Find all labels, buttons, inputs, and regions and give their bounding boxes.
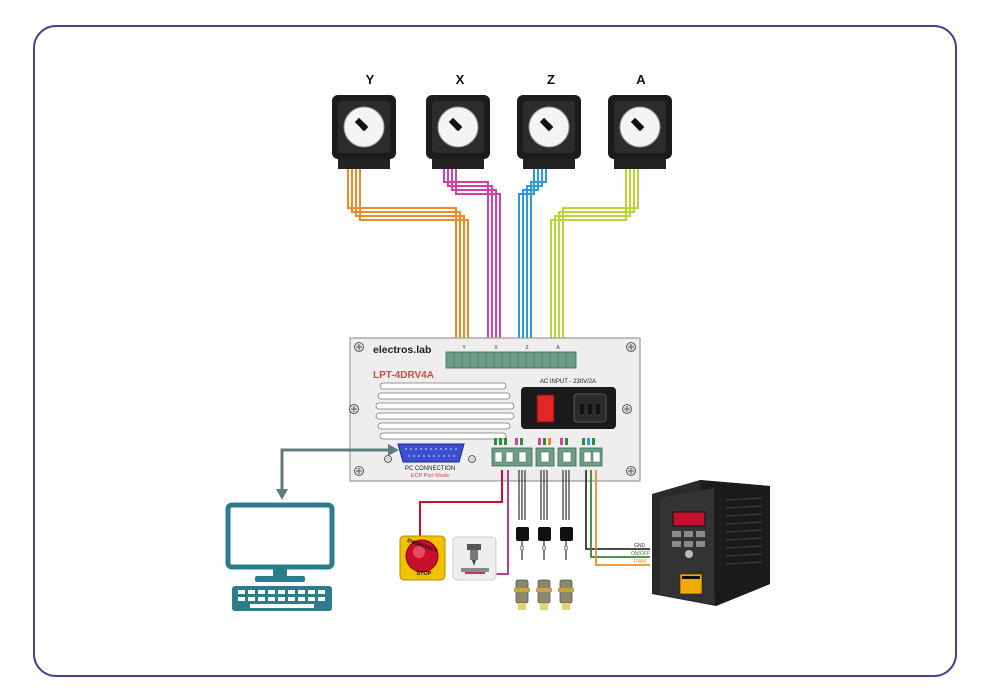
stepper-motor-y bbox=[332, 95, 396, 169]
vfd-wire-label-gnd: GND bbox=[634, 543, 646, 549]
vfd-wires bbox=[585, 470, 650, 566]
vfd-inverter bbox=[652, 480, 770, 606]
vfd-wire-label-pwm: PWM bbox=[634, 559, 646, 565]
brand-logo: electros.lab bbox=[373, 344, 431, 356]
estop-label-line2: STOP bbox=[417, 571, 432, 577]
limit-switch-2 bbox=[538, 527, 551, 560]
motor-wire-z-3 bbox=[526, 160, 543, 352]
motor-label-z: Z bbox=[547, 72, 555, 87]
vfd-keypad bbox=[672, 531, 705, 558]
terminal-label-y: Y bbox=[462, 345, 466, 351]
proximity-sensor-2 bbox=[536, 579, 552, 610]
controller-board: electros.lab LPT-4DRV4A Y X Z A AC INPUT… bbox=[349, 337, 641, 482]
motor-wire-a-2 bbox=[554, 160, 631, 352]
terminal-label-x: X bbox=[494, 345, 498, 351]
computer-icon bbox=[225, 502, 335, 611]
limit-switch-1 bbox=[516, 527, 529, 560]
stepper-motors: Y X Z A bbox=[332, 72, 672, 169]
motor-wire-z-4 bbox=[530, 160, 547, 352]
tool-probe-icon bbox=[452, 536, 497, 581]
stepper-motor-a bbox=[608, 95, 672, 169]
motor-wire-y-2 bbox=[351, 160, 461, 352]
estop-wire bbox=[419, 470, 503, 536]
motor-wire-x-1 bbox=[443, 160, 489, 352]
vfd-display bbox=[672, 511, 706, 527]
pc-connection-cable bbox=[280, 448, 392, 494]
motor-wire-bundles bbox=[347, 160, 639, 352]
vfd-wire-label-onoff: ON/OFF bbox=[631, 551, 650, 557]
limit-switch-wires bbox=[518, 470, 570, 520]
motor-label-y: Y bbox=[366, 72, 375, 87]
motor-wire-x-4 bbox=[455, 160, 501, 352]
ac-input-label: AC INPUT - 230V/2A bbox=[540, 379, 596, 385]
motor-wire-x-2 bbox=[447, 160, 493, 352]
power-switch[interactable] bbox=[536, 394, 555, 423]
terminal-label-z: Z bbox=[525, 345, 528, 351]
stepper-motor-x bbox=[426, 95, 490, 169]
motor-wire-a-4 bbox=[562, 160, 639, 352]
terminal-label-a: A bbox=[556, 345, 560, 351]
stepper-motor-z bbox=[517, 95, 581, 169]
proximity-sensor-1 bbox=[514, 579, 530, 610]
motor-wire-a-3 bbox=[558, 160, 635, 352]
db25-port[interactable] bbox=[397, 443, 465, 463]
emergency-stop-button[interactable]: EMERGENCY STOP bbox=[399, 535, 446, 581]
proximity-sensor-3 bbox=[558, 579, 574, 610]
board-model: LPT-4DRV4A bbox=[373, 370, 434, 381]
limit-switch-3 bbox=[560, 527, 573, 560]
arrow-head-to-board bbox=[388, 444, 399, 456]
io-terminal-blocks bbox=[491, 438, 603, 467]
motor-wire-x-3 bbox=[451, 160, 497, 352]
motor-label-x: X bbox=[456, 72, 465, 87]
motor-label-a: A bbox=[636, 72, 646, 87]
motor-wire-y-4 bbox=[359, 160, 469, 352]
motor-wire-y-3 bbox=[355, 160, 465, 352]
motor-wire-y-1 bbox=[347, 160, 457, 352]
motor-terminal-block bbox=[445, 351, 577, 369]
pc-connection-label: PC CONNECTION bbox=[405, 466, 455, 472]
arrow-head-to-pc bbox=[276, 489, 288, 500]
motor-wire-a-1 bbox=[550, 160, 627, 352]
ecp-mode-label: ECP Port Mode bbox=[411, 473, 449, 479]
vent-slots bbox=[375, 382, 515, 440]
